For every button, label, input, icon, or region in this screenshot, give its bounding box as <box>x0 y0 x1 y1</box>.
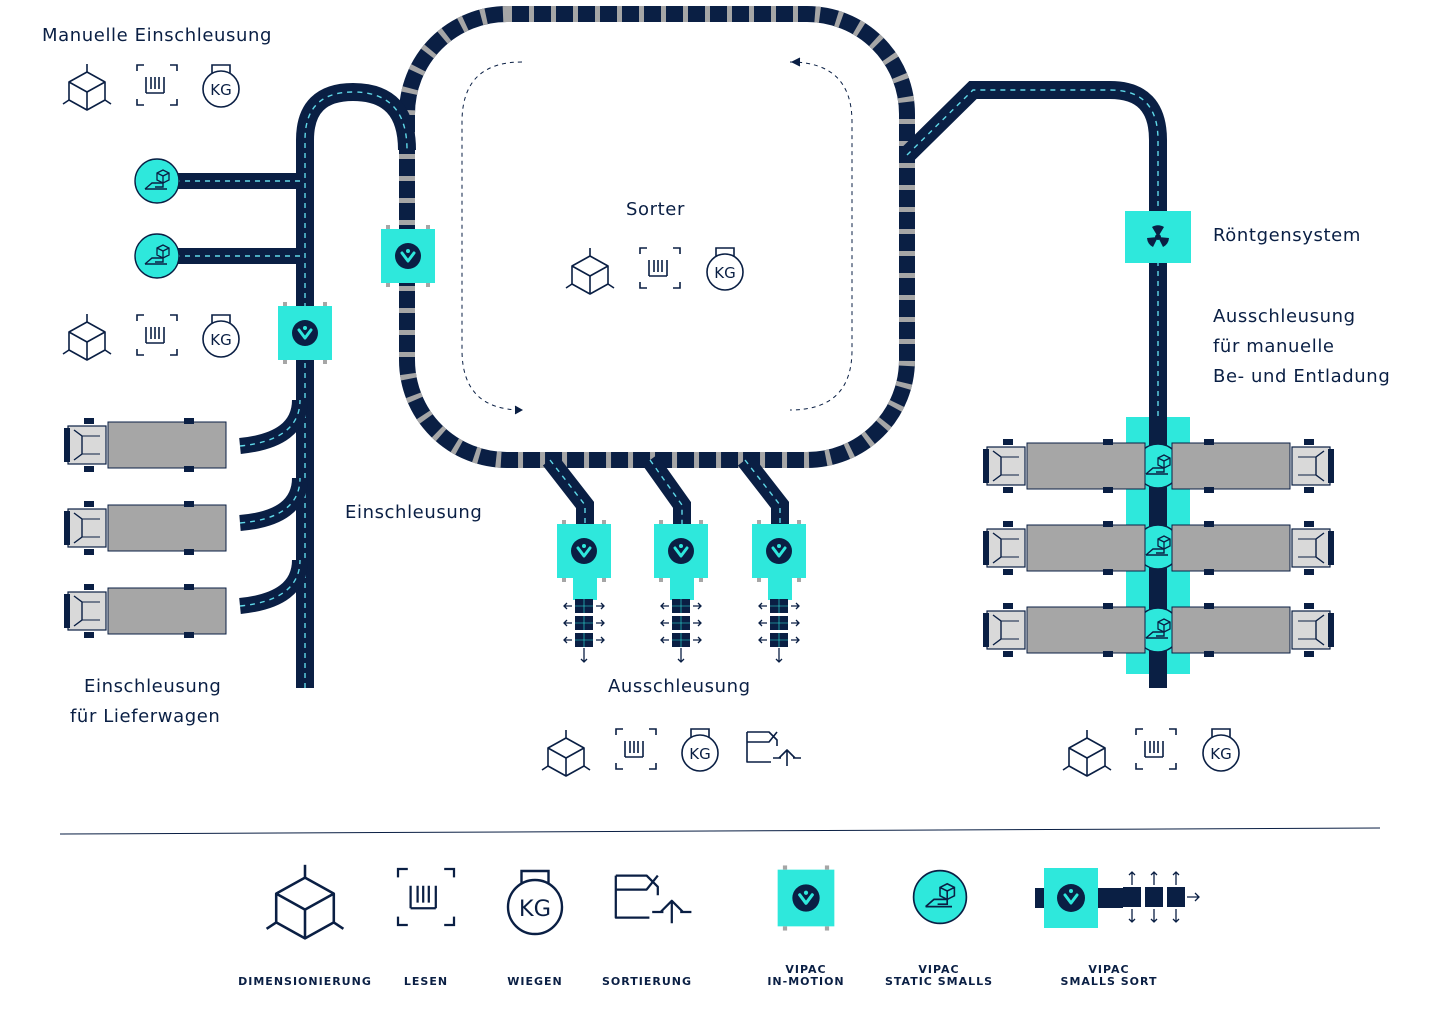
reading-icon <box>1135 728 1177 770</box>
sorter-direction-arrows <box>461 57 853 415</box>
weighing-icon <box>706 247 744 291</box>
weighing-icon <box>202 314 240 358</box>
static-smalls-icon <box>134 158 180 204</box>
xray-label: Röntgensystem <box>1213 225 1361 246</box>
sorter-loop <box>399 6 915 468</box>
legend-vipac-smalls-sort-icon <box>1035 868 1200 928</box>
vipac-in-motion-icon <box>555 518 613 584</box>
vans-right-of-outfeed <box>1171 438 1335 658</box>
legend-inmotion-label-line1: VIPAC <box>785 963 827 976</box>
dimensioning-icon <box>62 63 112 111</box>
dimensioning-icon <box>565 247 615 295</box>
legend-inmotion-label-line2: IN-MOTION <box>767 975 845 988</box>
divider <box>59 827 1381 835</box>
legend-static-label-line2: STATIC SMALLS <box>884 975 994 988</box>
weighing-icon <box>1202 728 1240 772</box>
van-icon <box>982 602 1146 658</box>
smalls-sort-modules <box>563 578 800 663</box>
legend-dimensioning-icon <box>265 863 345 940</box>
legend-static-label-line1: VIPAC <box>918 963 960 976</box>
vipac-in-motion-icon <box>379 223 437 289</box>
legend-weighing-icon <box>506 869 564 936</box>
legend-smallssort-label-line2: SMALLS SORT <box>1060 975 1158 988</box>
van-icon <box>982 520 1146 576</box>
sorter-label: Sorter <box>626 199 685 220</box>
legend-reading-icon <box>396 867 456 927</box>
van-icon <box>1171 520 1335 576</box>
van-icon <box>1171 602 1335 658</box>
legend-vipac-static-smalls-icon <box>912 869 968 925</box>
van-icon <box>982 438 1146 494</box>
legend-dimensioning-label: DIMENSIONIERUNG <box>238 975 372 988</box>
legend-sorting-icon <box>614 874 693 925</box>
van-icon <box>63 417 227 473</box>
legend-sorting-label: SORTIERUNG <box>602 975 692 988</box>
dimensioning-icon <box>541 729 591 777</box>
outfeed-label: Ausschleusung <box>608 676 751 697</box>
vipac-in-motion-icon <box>652 518 710 584</box>
van-infeed-label-line1: Einschleusung <box>84 676 222 697</box>
reading-icon <box>136 64 178 106</box>
manual-outfeed-label-line1: Ausschleusung <box>1213 306 1356 327</box>
legend-smallssort-label-line1: VIPAC <box>1088 963 1130 976</box>
van-infeed-label-line2: für Lieferwagen <box>70 706 221 727</box>
weighing-icon <box>681 728 719 772</box>
reading-icon <box>639 247 681 289</box>
manual-outfeed-label-line3: Be- und Entladung <box>1213 366 1391 387</box>
weighing-icon <box>202 64 240 108</box>
dimensioning-icon <box>1062 729 1112 777</box>
reading-icon <box>615 728 657 770</box>
dimensioning-icon <box>62 313 112 361</box>
infeed-label: Einschleusung <box>345 502 483 523</box>
radiation-icon <box>1125 211 1191 263</box>
vipac-in-motion-icon <box>276 300 334 366</box>
static-smalls-icon <box>134 233 180 279</box>
sorting-icon <box>746 731 802 767</box>
van-icon <box>63 500 227 556</box>
van-icon <box>1171 438 1335 494</box>
legend-reading-label: LESEN <box>403 975 449 988</box>
van-icon <box>63 583 227 639</box>
reading-icon <box>136 314 178 356</box>
manual-infeed-label: Manuelle Einschleusung <box>42 25 273 46</box>
legend-weighing-label: WIEGEN <box>507 975 563 988</box>
vipac-in-motion-icon <box>750 518 808 584</box>
manual-outfeed-label-line2: für manuelle <box>1213 336 1335 357</box>
legend-vipac-in-motion-icon <box>776 863 836 933</box>
vans-left-of-outfeed <box>982 438 1146 658</box>
